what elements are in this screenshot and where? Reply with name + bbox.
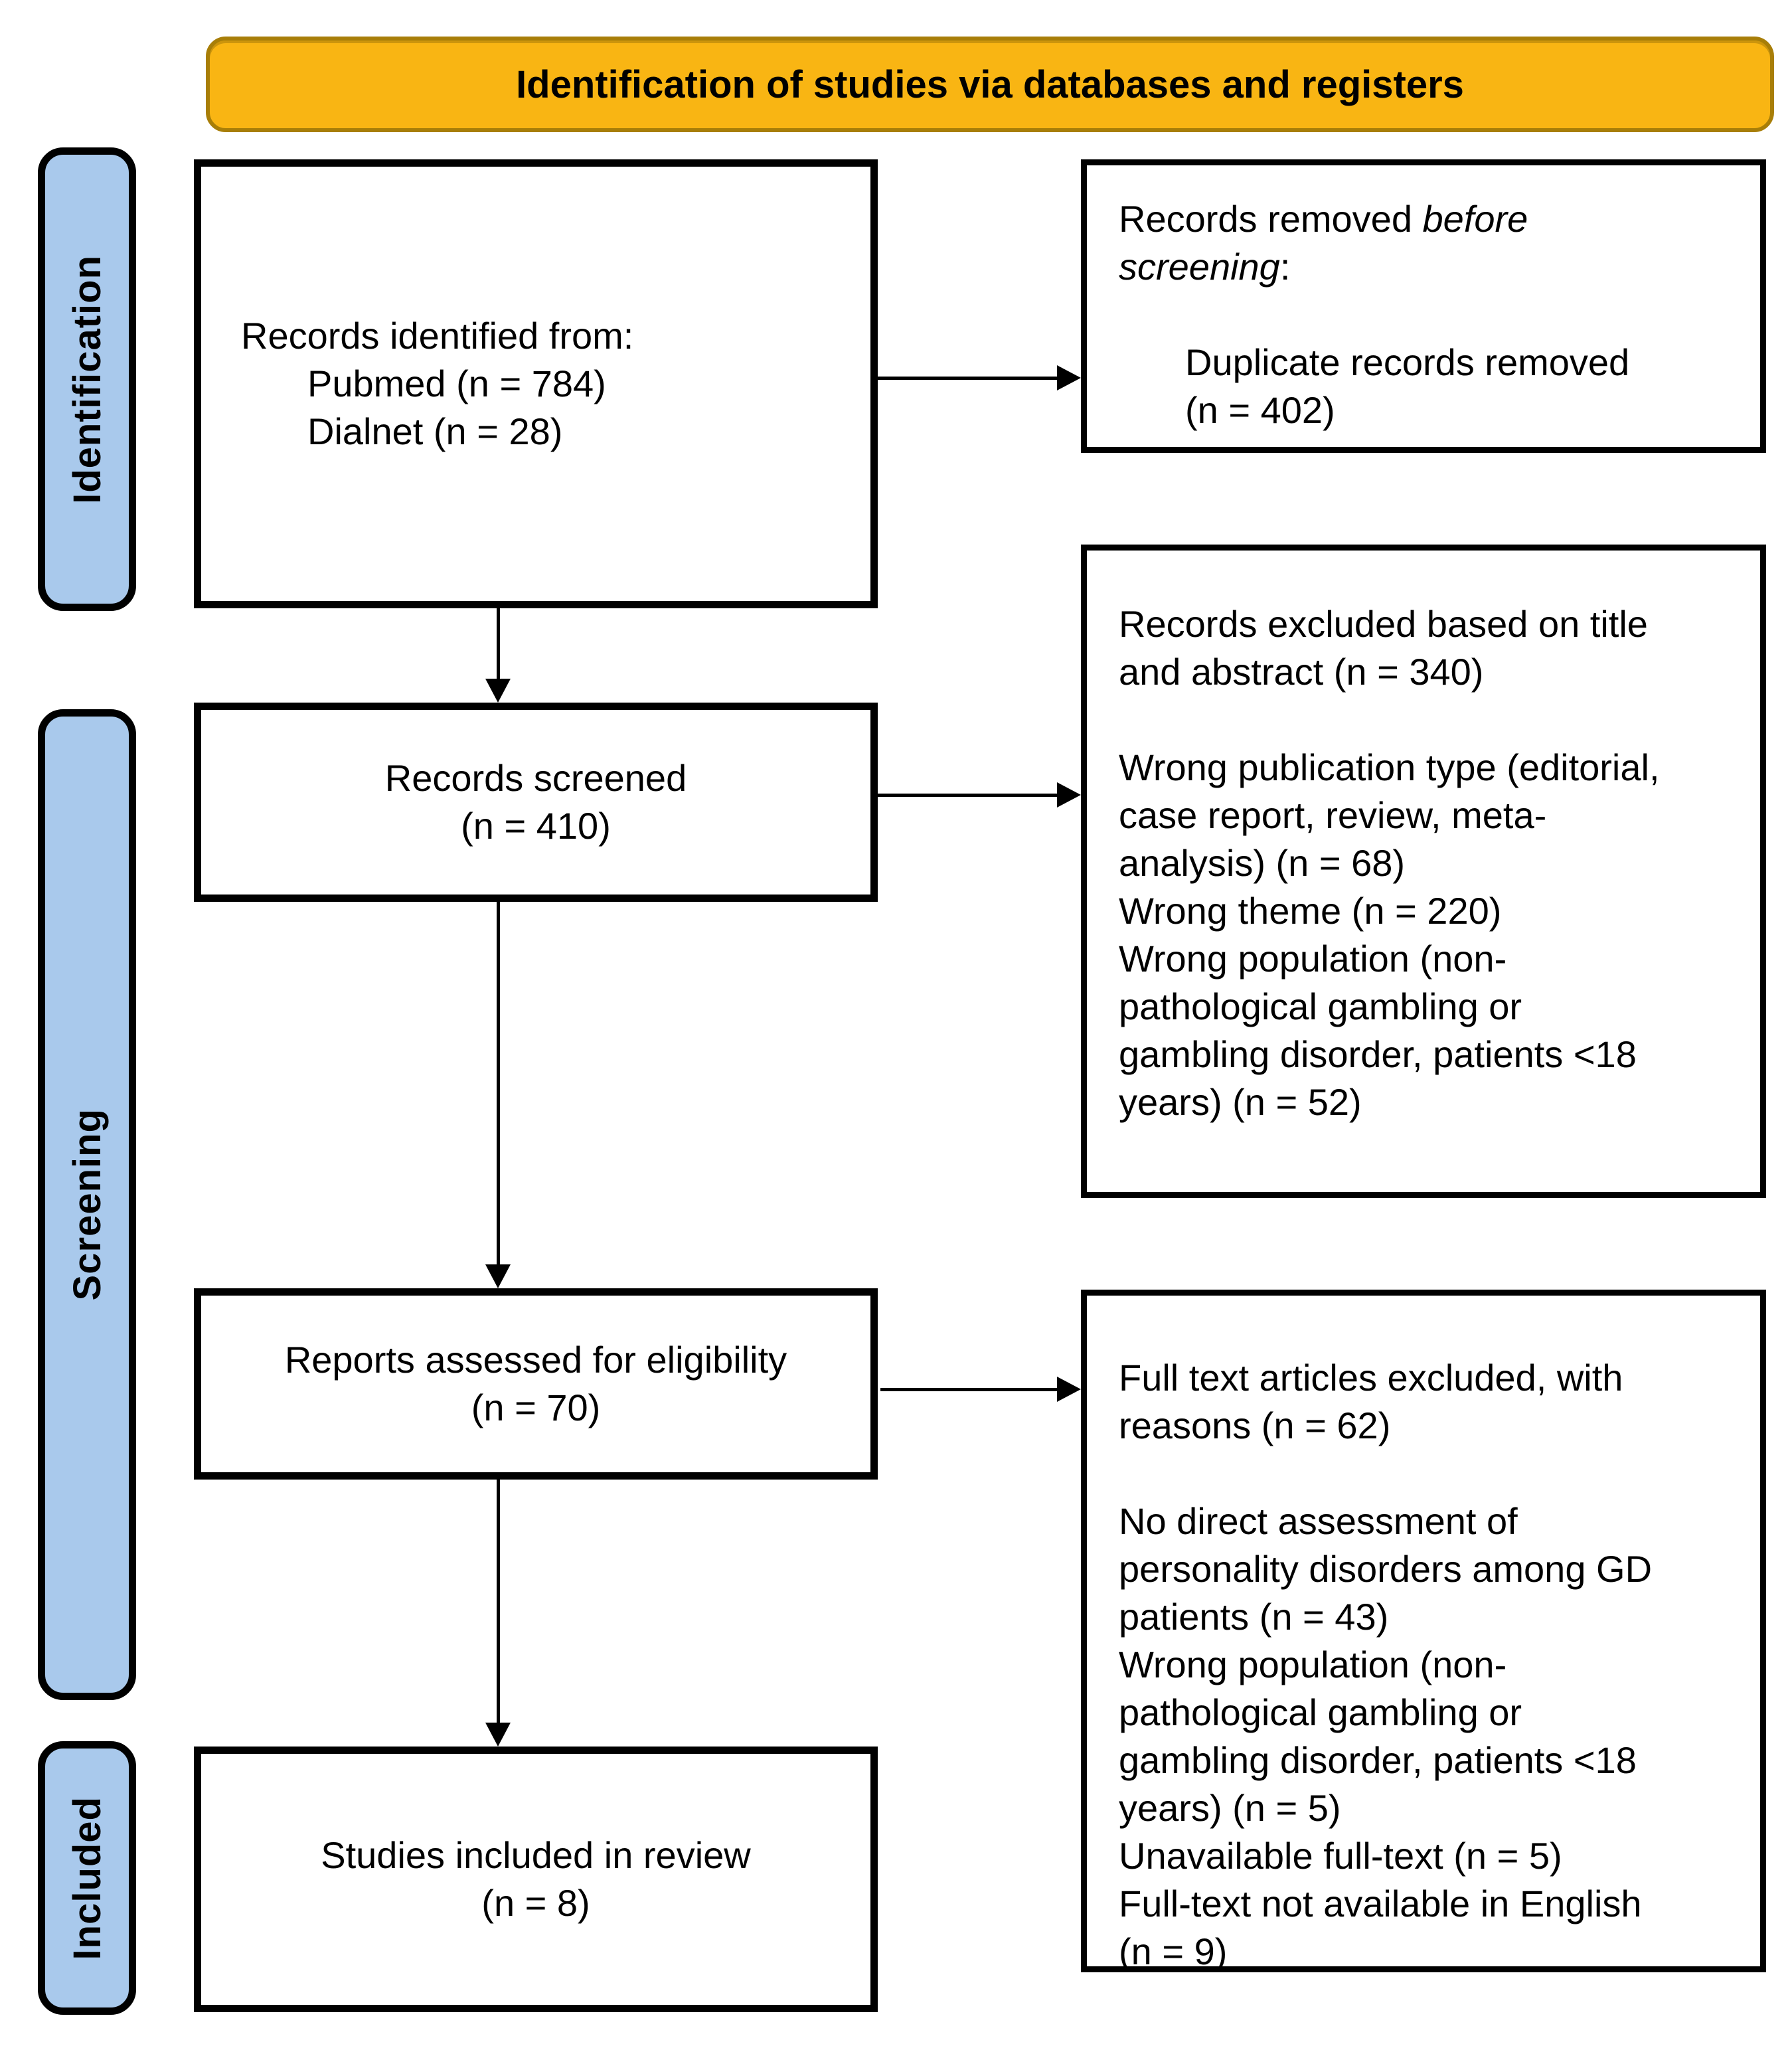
text-line: gambling disorder, patients <18 — [1119, 1739, 1637, 1781]
text-segment-italic: screening — [1119, 246, 1280, 288]
arrow-assessed-to-fulltext-excluded — [880, 1388, 1060, 1391]
text-line: years) (n = 52) — [1119, 1081, 1362, 1123]
text-line: analysis) (n = 68) — [1119, 842, 1406, 884]
text-line: Records screened — [384, 757, 687, 799]
text-line: screening: — [1119, 243, 1747, 291]
arrow-identified-to-removed — [878, 377, 1060, 380]
stage-label-text: Included — [65, 1796, 109, 1960]
text-line: Wrong theme (n = 220) — [1119, 890, 1502, 932]
text-line: (n = 8) — [481, 1882, 590, 1924]
text-line: pathological gambling or — [1119, 985, 1522, 1027]
box-studies-included: Studies included in review (n = 8) — [194, 1747, 878, 2012]
text-line: case report, review, meta- — [1119, 794, 1547, 836]
box-records-excluded: Records excluded based on title and abst… — [1081, 545, 1766, 1198]
text-line: reasons (n = 62) — [1119, 1405, 1391, 1446]
text-line: Records excluded based on title — [1119, 603, 1648, 645]
arrow-assessed-to-included — [497, 1480, 500, 1724]
stage-label-screening: Screening — [38, 709, 136, 1700]
text-line: Wrong publication type (editorial, — [1119, 746, 1660, 788]
box-records-identified: Records identified from: Pubmed (n = 784… — [194, 159, 878, 608]
arrowhead-right-icon — [1057, 1377, 1081, 1402]
arrowhead-down-icon — [485, 679, 511, 703]
text-line: Duplicate records removed — [1185, 341, 1630, 383]
text-line-blank — [1119, 291, 1747, 339]
text-line: Records identified from: — [241, 315, 634, 357]
text-line: (n = 70) — [471, 1387, 601, 1428]
box-reports-assessed: Reports assessed for eligibility (n = 70… — [194, 1288, 878, 1480]
box-records-screened: Records screened (n = 410) — [194, 703, 878, 902]
text-line: Wrong population (non- — [1119, 938, 1507, 980]
stage-label-text: Identification — [65, 254, 109, 504]
stage-label-text: Screening — [65, 1108, 109, 1301]
text-line-blank — [1119, 1450, 1747, 1497]
arrowhead-down-icon — [485, 1723, 511, 1747]
arrowhead-right-icon — [1057, 365, 1081, 390]
stage-label-included: Included — [38, 1741, 136, 2015]
text-line: patients (n = 43) — [1119, 1596, 1389, 1638]
text-segment: : — [1279, 246, 1291, 288]
text-segment: Records removed — [1119, 198, 1423, 240]
arrow-screened-to-assessed — [497, 902, 500, 1266]
text-line: Wrong population (non- — [1119, 1644, 1507, 1685]
text-line: personality disorders among GD — [1119, 1548, 1653, 1590]
text-line: Dialnet (n = 28) — [307, 410, 563, 452]
text-line: and abstract (n = 340) — [1119, 651, 1484, 693]
box-records-removed: Records removed before screening: Duplic… — [1081, 159, 1766, 453]
text-line-blank — [1119, 696, 1747, 744]
text-line: (n = 402) — [1185, 389, 1335, 431]
text-line: Records removed before — [1119, 195, 1747, 243]
text-line: Studies included in review — [321, 1834, 751, 1876]
text-line: Reports assessed for eligibility — [284, 1339, 787, 1381]
text-line: Pubmed (n = 784) — [307, 363, 606, 404]
arrowhead-down-icon — [485, 1264, 511, 1288]
text-segment-italic: before — [1422, 198, 1528, 240]
header-banner: Identification of studies via databases … — [206, 37, 1774, 132]
arrow-screened-to-excluded — [878, 794, 1060, 797]
text-line: (n = 410) — [461, 805, 611, 847]
box-fulltext-excluded: Full text articles excluded, with reason… — [1081, 1290, 1766, 1972]
stage-label-identification: Identification — [38, 147, 136, 611]
diagram-title: Identification of studies via databases … — [516, 62, 1464, 106]
text-line: Unavailable full-text (n = 5) — [1119, 1835, 1562, 1877]
text-line: gambling disorder, patients <18 — [1119, 1033, 1637, 1075]
text-line: Full-text not available in English — [1119, 1883, 1642, 1924]
text-line: years) (n = 5) — [1119, 1787, 1341, 1829]
text-line: Full text articles excluded, with — [1119, 1357, 1623, 1399]
text-line: No direct assessment of — [1119, 1500, 1518, 1542]
arrowhead-right-icon — [1057, 782, 1081, 808]
arrow-identified-to-screened — [497, 608, 500, 681]
text-line: (n = 9) — [1119, 1930, 1228, 1972]
text-line: pathological gambling or — [1119, 1691, 1522, 1733]
